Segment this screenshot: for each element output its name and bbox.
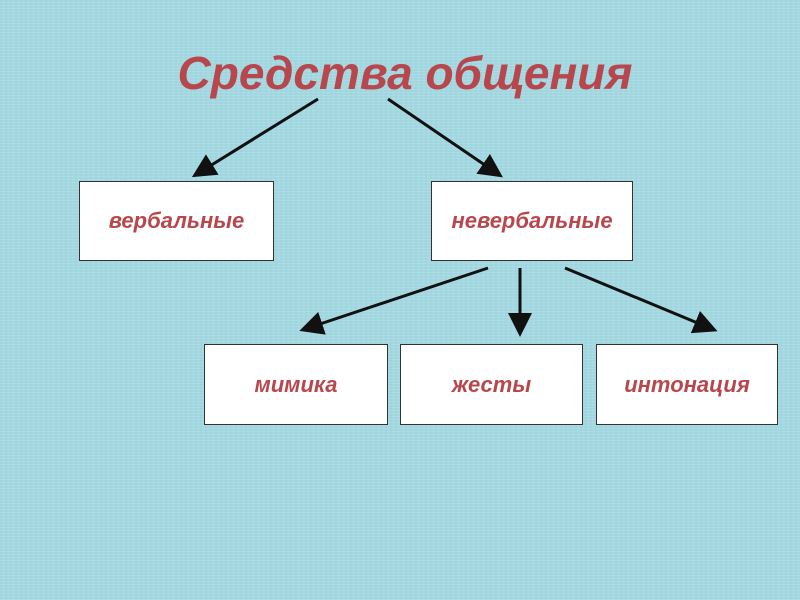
- arrow-to-intonation: [564, 266, 718, 334]
- node-intonation: интонация: [596, 344, 778, 425]
- node-mimicry-label: мимика: [254, 371, 338, 397]
- node-mimicry: мимика: [204, 344, 388, 425]
- arrow-to-nonverbal: [387, 97, 503, 178]
- node-gestures: жесты: [400, 344, 583, 425]
- node-verbal: вербальные: [79, 181, 274, 261]
- node-nonverbal-label: невербальные: [451, 208, 613, 233]
- node-gestures-label: жесты: [451, 371, 532, 397]
- node-verbal-label: вербальные: [108, 208, 245, 233]
- arrow-to-verbal: [191, 97, 319, 178]
- node-nonverbal: невербальные: [431, 181, 633, 261]
- node-intonation-label: интонация: [624, 371, 750, 397]
- diagram-title: Средства общения: [177, 47, 633, 99]
- arrow-to-mimicry: [299, 266, 489, 335]
